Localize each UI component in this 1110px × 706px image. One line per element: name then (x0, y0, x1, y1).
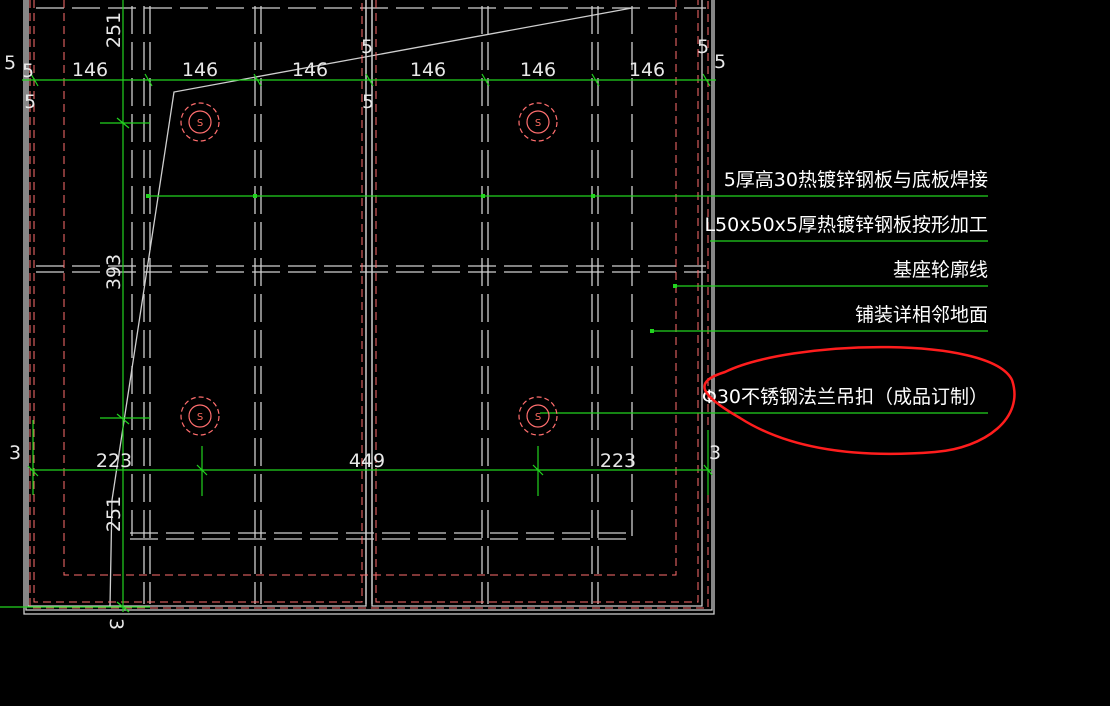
dim-bottom-right-3: 3 (709, 442, 721, 464)
label-lifting-ring: Φ30不锈钢法兰吊扣（成品订制） (702, 386, 988, 408)
dim-bottom-seg-3: 223 (600, 450, 636, 472)
dim-top-seg-1: 146 (72, 59, 108, 81)
lifting-anchor-top-left (180, 102, 220, 142)
anchor-label-bottom-left: S (197, 412, 203, 423)
structure-grid (23, 0, 715, 615)
dim-top-left-5b: 5 (22, 60, 34, 82)
anchor-label-top-right: S (535, 118, 541, 129)
dimension-labels: 5 5 5 5 5 5 5 146 146 146 146 146 146 3 … (4, 12, 726, 630)
label-angle-steel: L50x50x5厚热镀锌钢板按形加工 (704, 214, 988, 236)
dim-vert-mid-393: 393 (103, 254, 125, 290)
lifting-anchor-bottom-left (180, 396, 220, 436)
dim-top-mid-5b: 5 (362, 91, 374, 113)
dim-top-left-5a: 5 (4, 52, 16, 74)
dim-top-mid-5a: 5 (361, 36, 373, 58)
anchor-label-top-left: S (197, 118, 203, 129)
dim-top-left-5c: 5 (24, 91, 36, 113)
dim-bottom-seg-1: 223 (96, 450, 132, 472)
dim-top-seg-6: 146 (629, 59, 665, 81)
dim-top-seg-2: 146 (182, 59, 218, 81)
leader-markers (146, 194, 677, 333)
dim-vert-top-251: 251 (103, 12, 125, 48)
callout-labels: 5厚高30热镀锌钢板与底板焊接 L50x50x5厚热镀锌钢板按形加工 基座轮廓线… (702, 169, 988, 408)
anchor-label-bottom-right: S (535, 412, 541, 423)
lifting-anchor-top-right (518, 102, 558, 142)
dim-top-seg-5: 146 (520, 59, 556, 81)
dim-bottom-left-3: 3 (9, 442, 21, 464)
dim-bottom-seg-2: 449 (349, 450, 385, 472)
label-adjacent-paving: 铺装详相邻地面 (855, 304, 988, 326)
dim-top-right-5b: 5 (714, 51, 726, 73)
dim-top-seg-3: 146 (292, 59, 328, 81)
dim-top-right-5a: 5 (697, 36, 709, 58)
label-base-outline: 基座轮廓线 (893, 259, 988, 281)
dim-top-seg-4: 146 (410, 59, 446, 81)
dimension-lines (0, 0, 988, 613)
lifting-anchor-bottom-right (518, 396, 558, 436)
dim-vert-bottom-3: 3 (105, 618, 127, 630)
label-steel-plate-weld: 5厚高30热镀锌钢板与底板焊接 (724, 169, 988, 191)
dim-vert-bottom-251: 251 (103, 496, 125, 532)
highlight-ellipse (703, 345, 1016, 456)
